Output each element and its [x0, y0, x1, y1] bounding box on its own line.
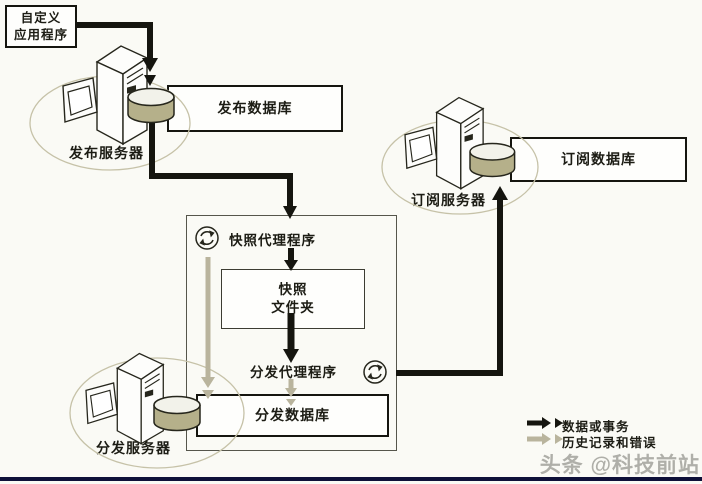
distribution-database-box: 分发数据库	[196, 394, 389, 437]
snapshot-agent-label: 快照代理程序	[229, 233, 316, 248]
custom-application-box: 自定义 应用程序	[5, 5, 77, 48]
snapshot-folder-box: 快照 文件夹	[221, 269, 365, 329]
custom-application-label-line2: 应用程序	[13, 27, 68, 42]
subscription-database-box: 订阅数据库	[510, 137, 687, 182]
subscription-database-label: 订阅数据库	[561, 151, 636, 168]
snapshot-folder-label-line2: 文件夹	[271, 300, 315, 315]
publisher-server-label: 发布服务器	[69, 145, 144, 161]
legend-history-label: 历史记录和错误	[562, 436, 657, 450]
distribution-database-label: 分发数据库	[255, 407, 330, 424]
publication-database-box: 发布数据库	[167, 85, 343, 132]
bottom-divider-line	[0, 477, 702, 481]
distributor-server-label: 分发服务器	[96, 440, 171, 456]
legend-data-label: 数据或事务	[562, 420, 630, 434]
distribution-to-subscriber-arrow	[396, 186, 508, 376]
publisher-to-snapshot-agent-arrow	[149, 120, 297, 219]
custom-app-to-publisher-arrow	[77, 22, 158, 86]
subscriber-database-icon	[469, 142, 516, 178]
watermark-text: 头条 @科技前站	[539, 454, 700, 477]
snapshot-folder-label-line1: 快照	[278, 281, 308, 297]
subscriber-server-label: 订阅服务器	[411, 192, 486, 208]
subscriber-server-icon	[404, 96, 484, 190]
custom-application-label-line1: 自定义	[20, 10, 62, 25]
legend-data-arrow-icon	[527, 417, 563, 429]
publication-database-label: 发布数据库	[217, 100, 293, 117]
distributor-server-icon	[85, 352, 164, 445]
legend-history-arrow-icon	[527, 433, 563, 445]
distribution-agent-label: 分发代理程序	[250, 365, 337, 380]
publisher-server-icon	[62, 45, 148, 145]
